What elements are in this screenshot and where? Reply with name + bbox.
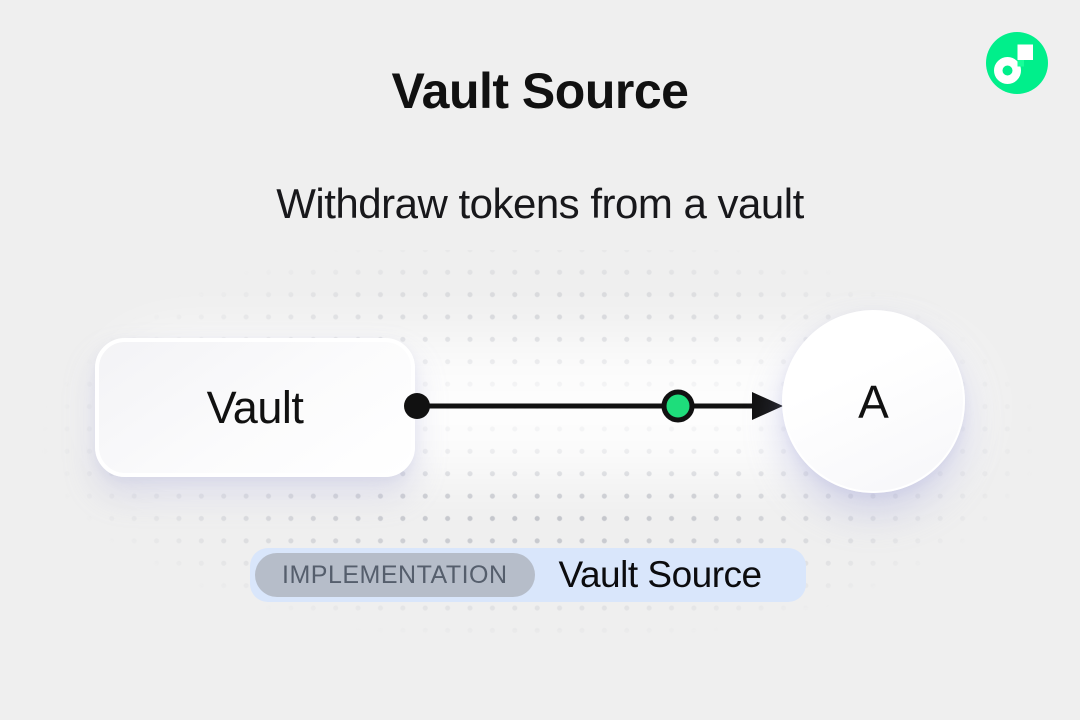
arrowhead-icon [752, 392, 783, 420]
green-token-dot [661, 389, 695, 423]
page-subtitle: Withdraw tokens from a vault [276, 180, 804, 227]
vault-node: Vault [95, 338, 415, 477]
implementation-tag: IMPLEMENTATION [255, 553, 535, 597]
implementation-label: Vault Source [558, 554, 763, 595]
vault-node-label: Vault [206, 381, 304, 433]
account-node-label: A [858, 375, 889, 428]
dot-grid-background [0, 250, 1080, 720]
implementation-badge: IMPLEMENTATION Vault Source [250, 548, 806, 602]
page-title: Vault Source [391, 63, 689, 119]
connector-arrow [404, 389, 783, 423]
connector-start-dot [404, 393, 430, 419]
flow-logo-icon [986, 32, 1048, 94]
account-node: A [782, 310, 965, 493]
